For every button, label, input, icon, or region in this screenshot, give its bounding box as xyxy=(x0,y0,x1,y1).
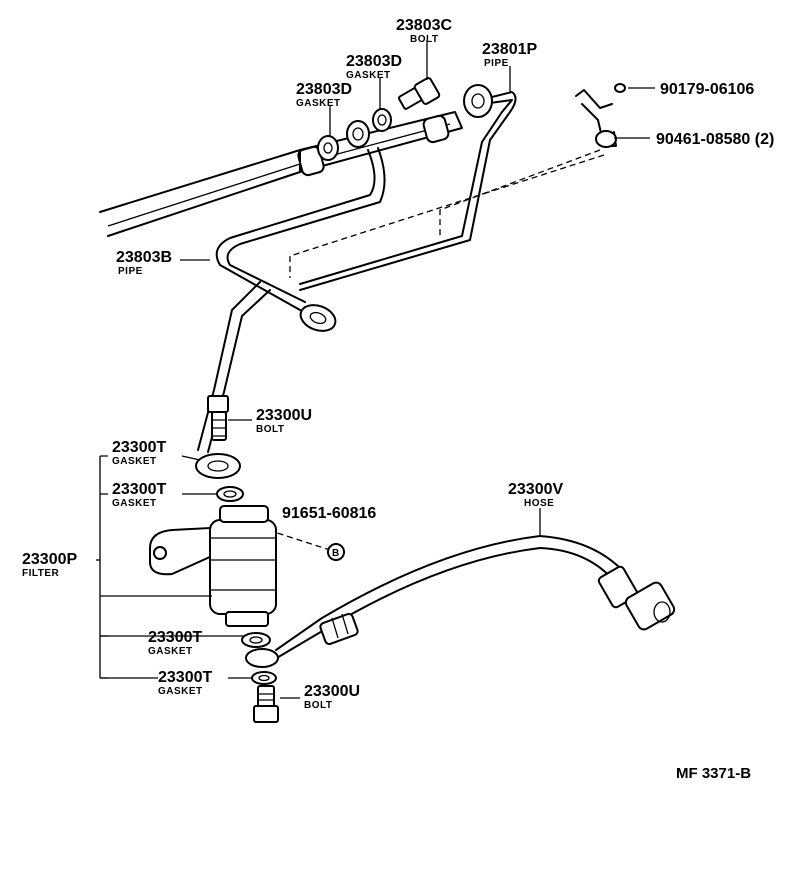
label-91651-60816: 91651-60816 xyxy=(282,505,376,522)
svg-text:GASKET: GASKET xyxy=(112,498,157,509)
svg-text:23803C: 23803C xyxy=(396,17,452,34)
fuel-rail xyxy=(99,111,463,237)
top-gaskets xyxy=(317,108,392,161)
pipe-23801p xyxy=(299,84,517,291)
svg-text:HOSE: HOSE xyxy=(524,498,554,509)
svg-text:BOLT: BOLT xyxy=(304,700,332,711)
label-23300u-upper: 23300U BOLT xyxy=(256,407,312,435)
label-23300t-3: 23300T GASKET xyxy=(148,629,202,657)
svg-text:FILTER: FILTER xyxy=(22,568,60,579)
svg-text:23300V: 23300V xyxy=(508,481,563,498)
label-90179-06106: 90179-06106 xyxy=(660,81,754,98)
svg-text:23801P: 23801P xyxy=(482,41,537,58)
label-23300p: 23300P FILTER xyxy=(22,551,77,579)
filter-bottom-parts xyxy=(241,632,279,723)
top-bolt xyxy=(397,77,441,110)
dashed-leaders xyxy=(267,149,605,551)
label-23803b: 23803B PIPE xyxy=(116,249,172,277)
svg-text:23300T: 23300T xyxy=(158,669,212,686)
bracket-b-marker xyxy=(327,543,345,561)
label-90461-08580: 90461-08580 (2) xyxy=(656,131,774,148)
svg-text:23300T: 23300T xyxy=(112,481,166,498)
filter-top-gaskets xyxy=(195,453,244,502)
label-23300t-1: 23300T GASKET xyxy=(112,439,166,467)
label-23300t-2: 23300T GASKET xyxy=(112,481,166,509)
svg-text:23803D: 23803D xyxy=(296,81,352,98)
svg-text:GASKET: GASKET xyxy=(112,456,157,467)
svg-text:BOLT: BOLT xyxy=(256,424,284,435)
clip-and-clamp xyxy=(575,83,626,148)
diagram-code: MF 3371-B xyxy=(676,765,751,782)
svg-text:GASKET: GASKET xyxy=(148,646,193,657)
svg-text:23803B: 23803B xyxy=(116,249,172,266)
label-23300u-lower: 23300U BOLT xyxy=(304,683,360,711)
svg-text:PIPE: PIPE xyxy=(118,266,143,277)
svg-text:GASKET: GASKET xyxy=(296,98,341,109)
hose-23300v xyxy=(269,535,676,663)
svg-text:23300U: 23300U xyxy=(304,683,360,700)
svg-text:PIPE: PIPE xyxy=(484,58,509,69)
svg-text:23300T: 23300T xyxy=(148,629,202,646)
svg-text:GASKET: GASKET xyxy=(346,70,391,81)
label-23801p: 23801P PIPE xyxy=(482,41,537,69)
bracket-b-letter: B xyxy=(332,548,340,559)
label-23300v: 23300V HOSE xyxy=(508,481,563,509)
svg-text:BOLT: BOLT xyxy=(410,34,438,45)
label-23803d-outer: 23803D GASKET xyxy=(346,53,402,81)
middle-bolt xyxy=(207,395,229,441)
svg-text:23803D: 23803D xyxy=(346,53,402,70)
leader-lines xyxy=(96,40,655,699)
svg-text:23300T: 23300T xyxy=(112,439,166,456)
svg-text:23300U: 23300U xyxy=(256,407,312,424)
label-23300t-4: 23300T GASKET xyxy=(158,669,212,697)
label-23803c: 23803C BOLT xyxy=(396,17,452,45)
fuel-filter xyxy=(149,505,277,627)
svg-text:GASKET: GASKET xyxy=(158,686,203,697)
svg-text:23300P: 23300P xyxy=(22,551,77,568)
label-23803d-inner: 23803D GASKET xyxy=(296,81,352,109)
